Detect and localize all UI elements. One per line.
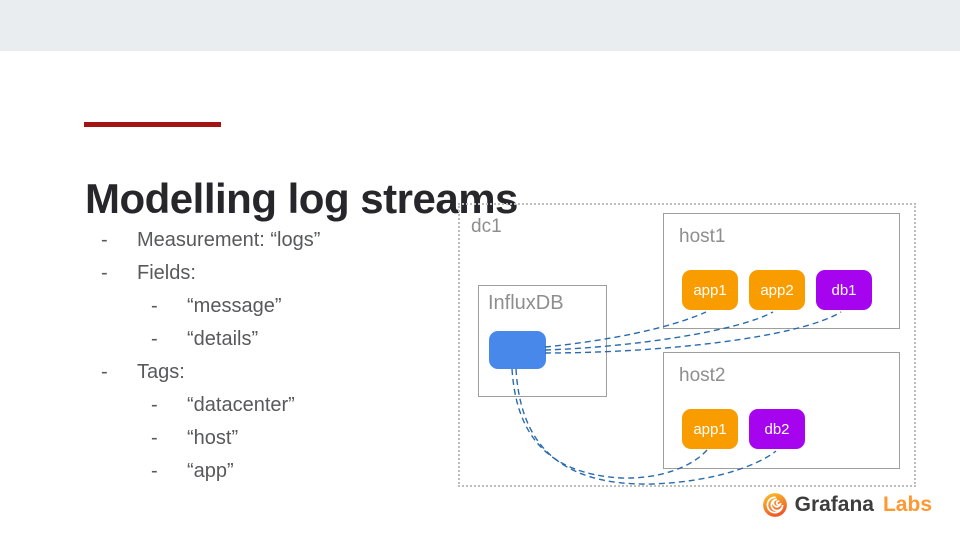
host-box-host2: host2 app1 db2 (663, 352, 900, 469)
bullet-marker: - (101, 262, 108, 284)
bullet-text: “app” (187, 460, 234, 482)
bullet-item: - Measurement: “logs” (99, 224, 469, 257)
bullet-item: - “app” (149, 455, 469, 488)
host-label: host1 (679, 226, 726, 247)
node-host1-db1: db1 (816, 270, 872, 310)
host-box-host1: host1 app1 app2 db1 (663, 213, 900, 329)
influxdb-node (489, 331, 546, 369)
bullet-text: “datacenter” (187, 394, 295, 416)
bullet-list: - Measurement: “logs” - Fields: - “message” - “… (99, 224, 469, 488)
dc-label: dc1 (471, 216, 502, 237)
dc-box: dc1 InfluxDB host1 app1 app2 db1 host2 app1 db… (458, 203, 916, 487)
bullet-marker: - (101, 361, 108, 383)
node-host1-app1: app1 (682, 270, 738, 310)
bullet-item: - “datacenter” (149, 389, 469, 422)
node-host2-app1: app1 (682, 409, 738, 449)
node-row: app1 db2 (682, 409, 805, 449)
grafana-flame-icon (762, 493, 787, 517)
node-row: app1 app2 db1 (682, 270, 872, 310)
node-host2-db2: db2 (749, 409, 805, 449)
bullet-text: “details” (187, 328, 259, 350)
node-host1-app2: app2 (749, 270, 805, 310)
influxdb-box: InfluxDB (478, 285, 607, 397)
bullet-marker: - (151, 394, 158, 416)
host-label: host2 (679, 365, 726, 386)
page-title: Modelling log streams (85, 175, 518, 223)
brand-suffix: Labs (882, 493, 932, 516)
bullet-text: Measurement: “logs” (137, 229, 321, 251)
bullet-marker: - (101, 229, 108, 251)
bullet-marker: - (151, 328, 158, 350)
bullet-text: “message” (187, 295, 282, 317)
top-band (0, 0, 960, 51)
bullet-text: Tags: (137, 361, 185, 383)
influxdb-label: InfluxDB (488, 292, 564, 314)
bullet-item: - “details” (149, 323, 469, 356)
bullet-text: Fields: (137, 262, 196, 284)
bullet-marker: - (151, 427, 158, 449)
bullet-marker: - (151, 295, 158, 317)
bullet-text: “host” (187, 427, 239, 449)
bullet-item: - “message” (149, 290, 469, 323)
bullet-marker: - (151, 460, 158, 482)
bullet-item: - “host” (149, 422, 469, 455)
accent-line (84, 122, 221, 127)
bullet-item: - Fields: (99, 257, 469, 290)
brand-name: Grafana (794, 493, 874, 516)
bullet-item: - Tags: (99, 356, 469, 389)
brand-footer: Grafana Labs (762, 492, 932, 518)
